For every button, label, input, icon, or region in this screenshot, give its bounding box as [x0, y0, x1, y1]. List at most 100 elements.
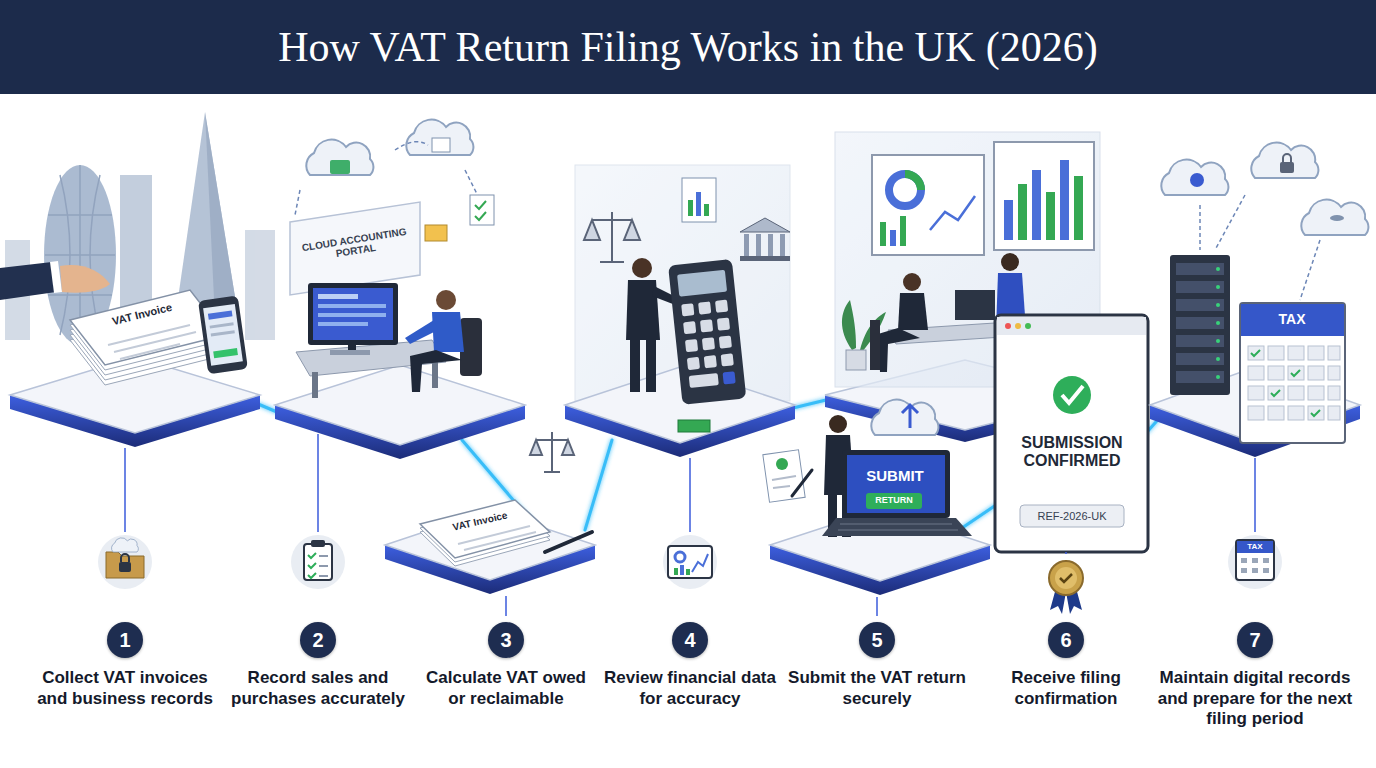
calendar-icon [1252, 558, 1258, 563]
dashboard-icon [668, 546, 712, 578]
server-rack [1216, 375, 1220, 379]
calculator [681, 300, 736, 388]
server-rack [1176, 263, 1224, 275]
cloud-icon [470, 195, 494, 225]
calculator [689, 373, 719, 388]
tax-calendar [1308, 386, 1324, 400]
calculator [681, 303, 694, 316]
medal-icon [1049, 561, 1083, 614]
cash [678, 420, 710, 432]
cloud-icon [1330, 215, 1344, 221]
confirmation-screen [1062, 386, 1083, 403]
cloud-icon [1190, 173, 1204, 187]
confirmation-screen [1020, 505, 1124, 527]
calendar-icon [1236, 540, 1274, 580]
cloud-icon [425, 225, 447, 241]
confirmation-screen [995, 315, 1148, 552]
server-rack [1176, 335, 1224, 347]
phone [198, 295, 248, 374]
dashboard-icon [675, 552, 685, 562]
laptop [822, 518, 972, 536]
chart-document [696, 192, 701, 216]
city-skyline [245, 230, 275, 340]
step-caption: Maintain digital records and prepare for… [1147, 668, 1363, 730]
laptop [822, 450, 972, 536]
step-caption: Submit the VAT return securely [784, 668, 970, 709]
desk [296, 340, 446, 398]
phone [211, 330, 235, 336]
step-number: 5 [859, 622, 895, 658]
flow-glow-line [793, 400, 826, 408]
drop-line [1065, 552, 1067, 554]
tax-calendar [1308, 346, 1324, 360]
pen [545, 532, 592, 552]
tax-calendar [1240, 303, 1345, 443]
person-seated [405, 290, 482, 392]
bank-icon [768, 234, 773, 256]
server-rack [1176, 317, 1224, 329]
portal-panel [290, 202, 420, 295]
calendar-icon [1237, 541, 1273, 553]
tax-calendar [1288, 346, 1304, 360]
step-node: 2Record sales and purchases accurately [228, 622, 408, 709]
invoice-stack [458, 526, 536, 550]
invoice-stack [108, 325, 196, 359]
dashboard-screen [1032, 170, 1041, 240]
confirmation-screen [1005, 323, 1011, 329]
cloud-icon [330, 160, 350, 174]
cloud-icon [475, 201, 486, 220]
folder-lock-icon [98, 535, 152, 589]
calculator [719, 335, 732, 348]
upload-cloud [871, 400, 938, 435]
server-rack [1216, 303, 1220, 307]
phone [203, 304, 243, 366]
hand [50, 261, 62, 293]
cloud-icon [306, 140, 373, 175]
server-rack [1170, 255, 1230, 395]
calendar-icon [1241, 558, 1247, 563]
tax-calendar [1240, 303, 1345, 443]
dashboard-screen [872, 142, 1094, 255]
desk [432, 360, 438, 388]
platform [275, 365, 525, 445]
monitor [308, 283, 398, 355]
confirmation-screen [1015, 323, 1021, 329]
chart-document [704, 204, 709, 216]
tax-calendar [1241, 304, 1344, 336]
chart-document [682, 178, 716, 222]
upload-cloud [871, 400, 938, 435]
cloud-icon [1161, 160, 1228, 195]
illustration-label: SUBMIT [866, 468, 924, 485]
step-number: 2 [300, 622, 336, 658]
office-people [898, 293, 928, 330]
tax-calendar [1328, 366, 1340, 380]
laptop [847, 455, 945, 513]
phone [208, 310, 233, 319]
bank-icon [740, 218, 790, 261]
calendar-icon [1263, 568, 1269, 573]
signed-document [763, 450, 805, 503]
illustration-label: VAT Invoice [111, 301, 173, 328]
person-standing [829, 415, 847, 433]
calculator [685, 339, 698, 352]
portal-panel [290, 202, 420, 295]
laptop [842, 450, 950, 518]
desk [312, 372, 318, 398]
dashboard-screen [1046, 192, 1055, 240]
invoice-stack [420, 500, 550, 558]
confirmation-screen [997, 317, 1146, 335]
signed-document [792, 470, 812, 496]
office-people [955, 290, 995, 320]
cloud-icon [1283, 154, 1291, 162]
chart-document [688, 200, 693, 216]
step-node: 3Calculate VAT owed or reclaimable [416, 622, 596, 709]
clipboard-icon [319, 556, 328, 576]
dashboard-screen [872, 155, 984, 255]
cash [678, 420, 710, 432]
step-caption: Collect VAT invoices and business record… [32, 668, 218, 709]
folder-lock-icon [98, 535, 152, 589]
office-room [825, 132, 1105, 442]
monitor [318, 322, 368, 326]
folder-lock-icon [112, 538, 139, 552]
